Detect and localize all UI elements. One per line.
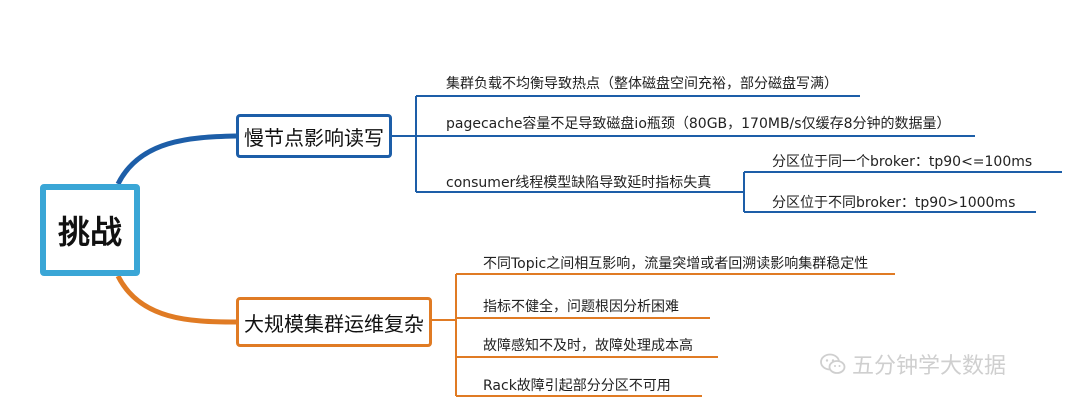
sub-leaf-node[interactable]: 分区位于不同broker：tp90>1000ms — [772, 195, 1016, 211]
root-to-branch-2-line — [115, 274, 237, 325]
leaf-node[interactable]: Rack故障引起部分分区不可用 — [483, 378, 671, 394]
branch-2-bracket — [432, 274, 457, 396]
branch-1-bracket — [392, 96, 417, 192]
leaf-node[interactable]: 故障感知不及时，故障处理成本高 — [483, 338, 693, 354]
wechat-icon — [820, 353, 846, 374]
root-node[interactable]: 挑战 — [40, 184, 140, 276]
leaf-node[interactable]: pagecache容量不足导致磁盘io瓶颈（80GB，170MB/s仅缓存8分钟… — [446, 116, 951, 132]
leaf-node[interactable]: 集群负载不均衡导致热点（整体磁盘空间充裕，部分磁盘写满） — [446, 76, 838, 92]
leaf-node[interactable]: 不同Topic之间相互影响，流量突增或者回溯读影响集群稳定性 — [483, 256, 869, 272]
leaf-node[interactable]: consumer线程模型缺陷导致延时指标失真 — [446, 175, 712, 191]
sub-leaf-node[interactable]: 分区位于同一个broker：tp90<=100ms — [772, 154, 1033, 170]
leaf-node[interactable]: 指标不健全，问题根因分析困难 — [483, 299, 679, 315]
watermark: 五分钟学大数据 — [820, 348, 1006, 380]
branch-node-large-cluster-ops[interactable]: 大规模集群运维复杂 — [236, 297, 432, 347]
watermark-text: 五分钟学大数据 — [852, 354, 1007, 379]
root-to-branch-1-line — [115, 133, 237, 186]
branch-node-slow-nodes[interactable]: 慢节点影响读写 — [236, 114, 392, 158]
